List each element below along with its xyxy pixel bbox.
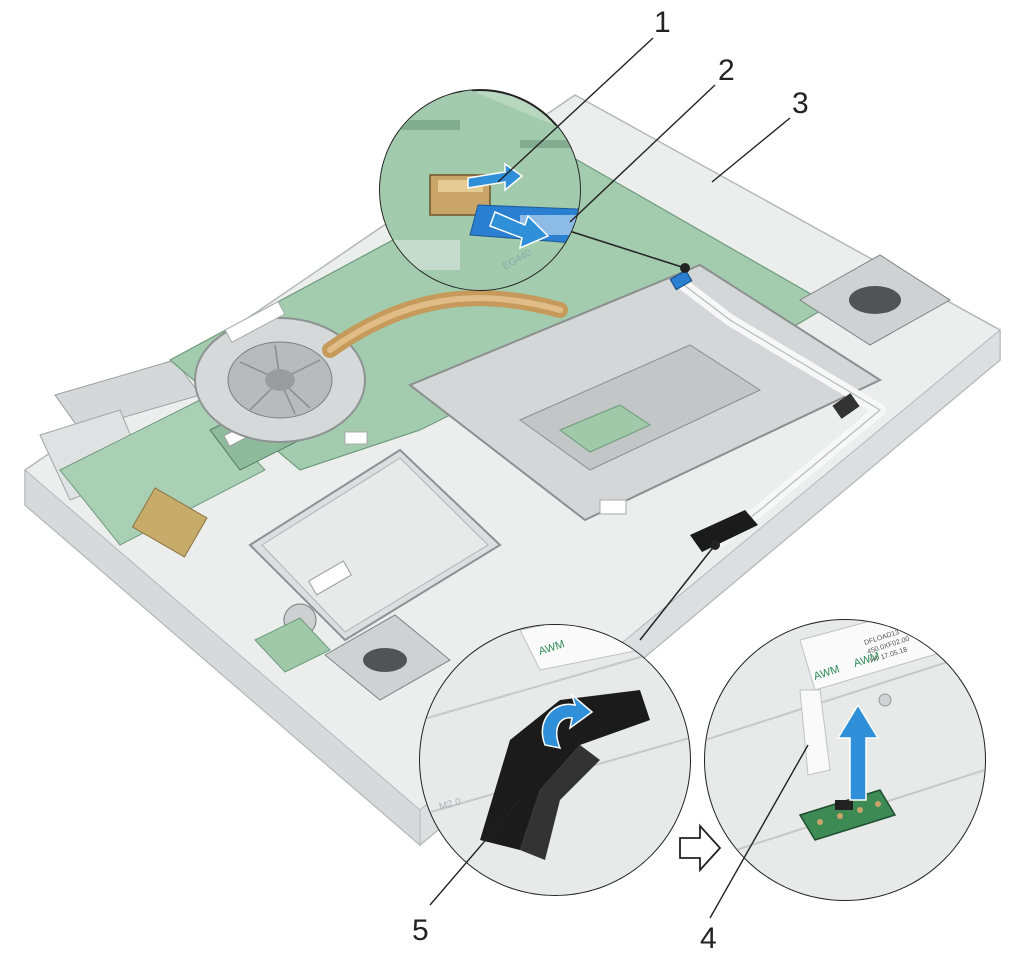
callout-2: 2: [718, 54, 735, 87]
detail-view-connector: EG440: [379, 89, 581, 291]
leader-dot-b: [710, 540, 720, 550]
fpc-qr-label: [832, 393, 860, 419]
fan-hub: [265, 369, 295, 391]
lift-board-arrow: [836, 703, 880, 801]
pull-cable-arrow: [489, 210, 550, 250]
touchpad-controller: [558, 404, 652, 453]
leader-3: [711, 117, 791, 183]
fan-label: [224, 301, 286, 343]
callout-leaders: [429, 37, 809, 919]
power-button-board: [254, 617, 331, 673]
callout-3: 3: [792, 87, 809, 120]
black-tape: [690, 510, 758, 552]
leader-dot-a: [680, 263, 690, 273]
leader-4: [709, 744, 809, 919]
detail-view-tape: AWM M2.0: [419, 624, 691, 896]
leader-2: [569, 84, 716, 223]
direction-outline-arrow: [679, 823, 722, 873]
leader-5: [429, 799, 521, 906]
leader-line-a: [559, 227, 686, 269]
callout-5: 5: [412, 914, 429, 947]
flip-connector-arrow: [467, 162, 524, 192]
left-speaker-grille: [363, 648, 407, 672]
black-tape-detail: [480, 690, 650, 850]
board-label: [344, 431, 368, 445]
leader-1: [497, 37, 654, 183]
leader-line-b: [639, 544, 716, 641]
laptop-base: [24, 94, 1001, 847]
io-board: [59, 399, 266, 546]
peel-tape-arrow: [541, 692, 594, 750]
callout-4: 4: [700, 922, 717, 955]
sd-card-slot: [131, 487, 208, 558]
right-speaker-grille: [849, 286, 901, 314]
battery-label: [307, 560, 353, 596]
callout-1: 1: [654, 6, 671, 39]
fpc-connector: [669, 269, 693, 291]
board-label: [599, 499, 627, 515]
detail-view-fingerprint-board: AWM AWM DFLOAD13 450.0XF02.00 HT 17.05.1…: [704, 619, 986, 901]
